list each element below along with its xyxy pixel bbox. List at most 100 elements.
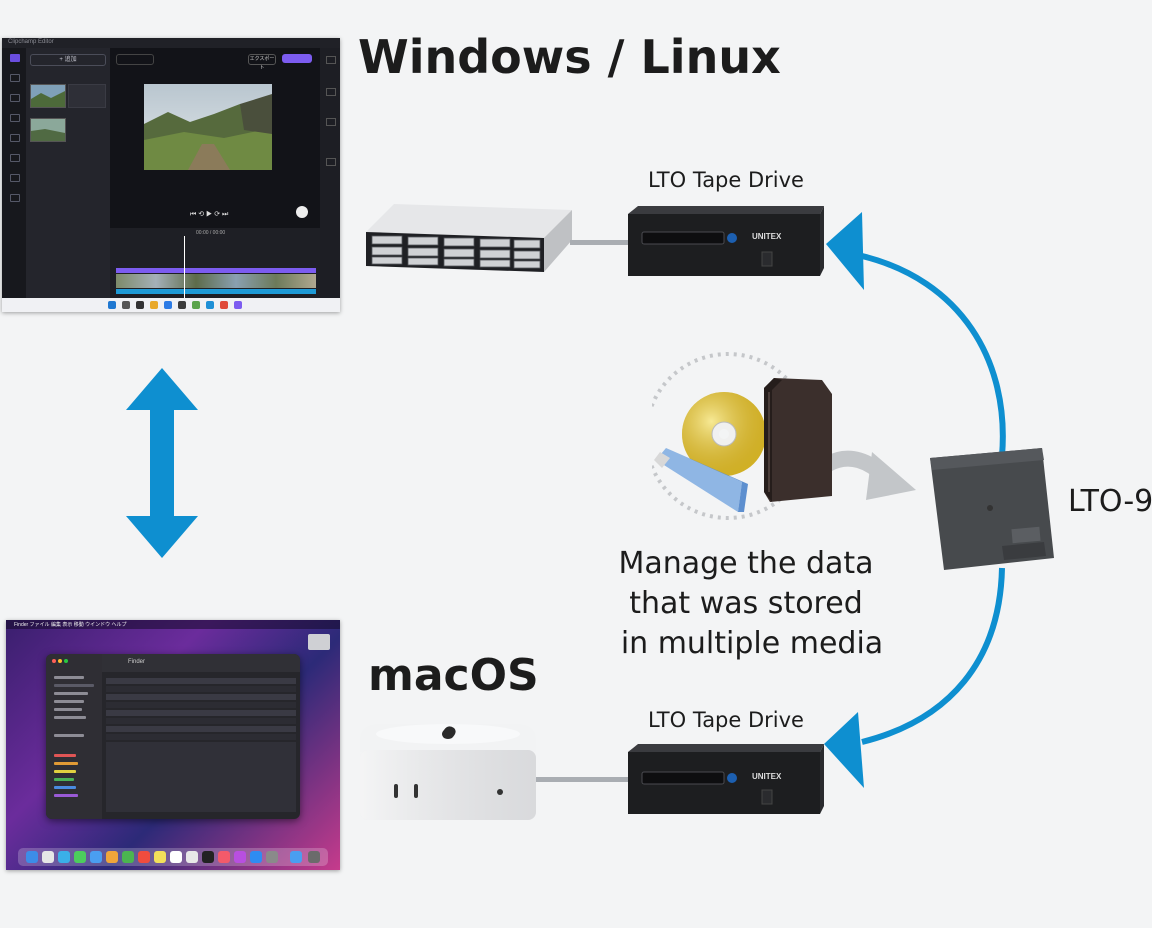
file-row[interactable]: [106, 686, 296, 692]
timeline: 00:00 / 00:00: [110, 228, 320, 298]
share-button[interactable]: [282, 54, 312, 63]
aspect-ratio-button[interactable]: [116, 54, 154, 65]
rack-server: [366, 204, 572, 272]
mail-icon[interactable]: [90, 851, 102, 863]
freeform-icon[interactable]: [186, 851, 198, 863]
photos-icon[interactable]: [106, 851, 118, 863]
nav-item-music[interactable]: [10, 134, 20, 142]
sidebar-item[interactable]: [54, 716, 86, 719]
finder-dock-icon[interactable]: [26, 851, 38, 863]
video-preview: [144, 84, 272, 170]
tv-icon[interactable]: [202, 851, 214, 863]
filters-icon[interactable]: [326, 158, 336, 166]
lto-cartridge-icon: [930, 448, 1054, 570]
drive-brand-bottom: UNITEX: [752, 772, 782, 781]
text-track[interactable]: [116, 268, 316, 273]
nav-item-logo[interactable]: [10, 54, 20, 62]
usb-stick-icon: [654, 448, 748, 512]
minimize-icon[interactable]: [58, 659, 62, 663]
caption-line-3: in multiple media: [620, 626, 884, 661]
media-panel: + 追加: [26, 48, 110, 298]
editor-nav-rail: [2, 48, 26, 298]
playhead[interactable]: [184, 236, 185, 298]
arrowhead-bottom: [824, 712, 864, 788]
mail-icon[interactable]: [206, 301, 214, 309]
nav-item-transitions[interactable]: [10, 194, 20, 202]
downloads-icon[interactable]: [290, 851, 302, 863]
appstore-icon[interactable]: [250, 851, 262, 863]
edge-icon[interactable]: [164, 301, 172, 309]
file-row[interactable]: [106, 718, 296, 724]
playback-controls[interactable]: ⏮ ⟲ ▶ ⟳ ⏭: [190, 211, 229, 218]
audio-track[interactable]: [116, 289, 316, 294]
media-thumbnail-2[interactable]: [30, 118, 66, 142]
tag-blue[interactable]: [54, 786, 76, 789]
hard-disk-desktop-icon[interactable]: [308, 634, 330, 650]
arrowhead-top: [826, 212, 864, 290]
export-button[interactable]: エクスポート: [248, 54, 276, 71]
file-row[interactable]: [106, 726, 296, 732]
lto-tape-drive-bottom: [628, 744, 824, 814]
facetime-icon[interactable]: [122, 851, 134, 863]
window-titlebar: Clipchamp Editor: [2, 38, 340, 48]
nav-item-media[interactable]: [10, 74, 20, 82]
properties-rail: [320, 48, 340, 298]
app-icon[interactable]: [192, 301, 200, 309]
sidebar-item[interactable]: [54, 708, 82, 711]
mac-menu-items[interactable]: Finder ファイル 編集 表示 移動 ウインドウ ヘルプ: [14, 622, 127, 628]
import-media-button[interactable]: + 追加: [30, 54, 106, 66]
calendar-icon[interactable]: [138, 851, 150, 863]
messages-icon[interactable]: [74, 851, 86, 863]
captions-icon[interactable]: [326, 56, 336, 64]
sidebar-item[interactable]: [54, 676, 84, 679]
trash-icon[interactable]: [308, 851, 320, 863]
settings-icon[interactable]: [266, 851, 278, 863]
sidebar-item[interactable]: [54, 700, 84, 703]
macos-screenshot: Finder ファイル 編集 表示 移動 ウインドウ ヘルプ Finder: [6, 620, 340, 870]
lto9-label: LTO-9: [1068, 484, 1152, 519]
file-row[interactable]: [106, 694, 296, 700]
fade-icon[interactable]: [326, 118, 336, 126]
close-icon[interactable]: [52, 659, 56, 663]
video-track[interactable]: [116, 274, 316, 288]
podcasts-icon[interactable]: [234, 851, 246, 863]
tag-purple[interactable]: [54, 794, 78, 797]
sidebar-item[interactable]: [54, 734, 84, 737]
nav-item-text[interactable]: [10, 154, 20, 162]
search-icon[interactable]: [122, 301, 130, 309]
tag-red[interactable]: [54, 754, 76, 757]
cable-top: [570, 240, 632, 245]
media-thumbnail-empty[interactable]: [68, 84, 106, 108]
audio-icon[interactable]: [326, 88, 336, 96]
reminders-icon[interactable]: [170, 851, 182, 863]
sidebar-item-selected[interactable]: [54, 684, 94, 687]
zoom-icon[interactable]: [64, 659, 68, 663]
tag-orange[interactable]: [54, 762, 78, 765]
macos-heading: macOS: [368, 650, 539, 701]
start-icon[interactable]: [108, 301, 116, 309]
explorer-icon[interactable]: [150, 301, 158, 309]
file-row[interactable]: [106, 678, 296, 684]
lto-tape-drive-label-bottom: LTO Tape Drive: [648, 708, 804, 732]
music-icon[interactable]: [218, 851, 230, 863]
nav-item-graphics[interactable]: [10, 174, 20, 182]
safari-icon[interactable]: [58, 851, 70, 863]
help-icon[interactable]: [296, 206, 308, 218]
nav-item-record[interactable]: [10, 94, 20, 102]
notes-icon[interactable]: [154, 851, 166, 863]
window-title: Clipchamp Editor: [8, 39, 54, 45]
clipchamp-icon[interactable]: [234, 301, 242, 309]
cable-bottom: [536, 777, 632, 782]
tag-green[interactable]: [54, 778, 74, 781]
file-row[interactable]: [106, 702, 296, 708]
sidebar-item[interactable]: [54, 692, 88, 695]
launchpad-icon[interactable]: [42, 851, 54, 863]
store-icon[interactable]: [178, 301, 186, 309]
media-thumbnail-1[interactable]: [30, 84, 66, 108]
taskview-icon[interactable]: [136, 301, 144, 309]
tag-yellow[interactable]: [54, 770, 76, 773]
nav-item-templates[interactable]: [10, 114, 20, 122]
file-row[interactable]: [106, 734, 296, 740]
file-row[interactable]: [106, 710, 296, 716]
photos-icon[interactable]: [220, 301, 228, 309]
